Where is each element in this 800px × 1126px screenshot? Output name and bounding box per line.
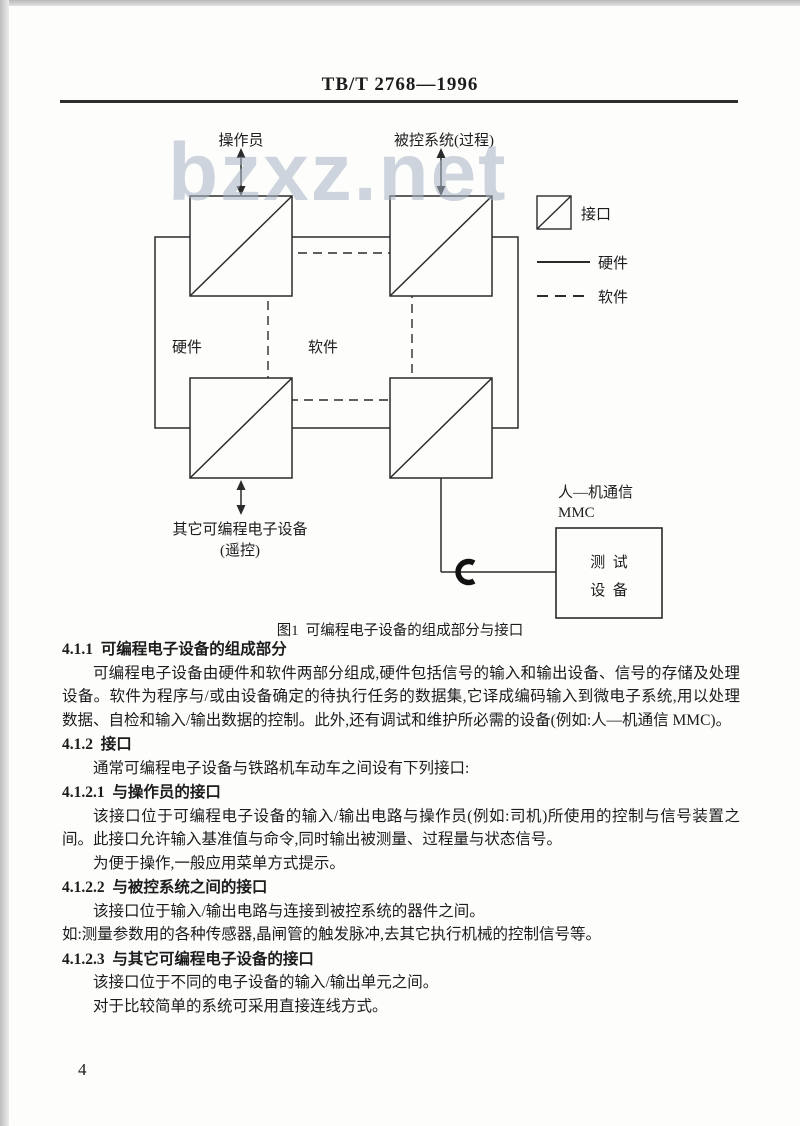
header-rule — [60, 100, 738, 103]
interface-box-test-equipment — [389, 377, 493, 479]
test-equipment-connection-line — [440, 478, 556, 573]
figure-caption: 图1 可编程电子设备的组成部分与接口 — [276, 623, 524, 639]
paragraph: 通常可编程电子设备与铁路机车动车之间设有下列接口: — [93, 759, 470, 777]
test-box-label-line2: 设 备 — [590, 582, 628, 599]
paragraph: 为便于操作,一般应用菜单方式提示。 — [93, 854, 345, 872]
paragraph: 对于比较简单的系统可采用直接连线方式。 — [93, 997, 388, 1015]
legend-hardware: 硬件 — [537, 255, 628, 272]
scan-edge-top — [0, 0, 800, 6]
section-heading-4-1-1: 4.1.1 可编程电子设备的组成部分 — [62, 641, 287, 658]
test-box-label-line1: 测 试 — [590, 554, 628, 571]
diagonal-line — [389, 195, 493, 297]
other-device-label-line2: (遥控) — [220, 542, 260, 559]
legend-software-label: 软件 — [598, 289, 628, 306]
interface-box-controlled-system — [389, 195, 493, 297]
diagonal-line — [189, 195, 293, 297]
legend-interface-label: 接口 — [581, 206, 611, 223]
legend-hardware-label: 硬件 — [598, 255, 628, 272]
section-heading-4-1-2: 4.1.2 接口 — [62, 736, 132, 753]
paragraph: 该接口位于输入/输出电路与连接到被控系统的器件之间。 — [93, 902, 485, 920]
interface-box-operator — [189, 195, 293, 297]
legend-interface: 接口 — [536, 195, 611, 230]
hardware-region-label: 硬件 — [172, 339, 202, 356]
other-device-label-line1: 其它可编程电子设备 — [172, 520, 307, 538]
test-equipment-box — [555, 527, 663, 619]
paragraph: 该接口位于可编程电子设备的输入/输出电路与操作员(例如:司机)所使用的控制与信号… — [62, 807, 740, 849]
mmc-label-line1: 人—机通信 — [558, 484, 633, 501]
software-boundary-dashed-rect — [267, 252, 413, 401]
legend-software: 软件 — [537, 289, 628, 306]
operator-arrow — [236, 148, 246, 196]
section-heading-4-1-2-2: 4.1.2.2 与被控系统之间的接口 — [62, 879, 268, 896]
standard-number: TB/T 2768—1996 — [321, 74, 479, 95]
paragraph: 该接口位于不同的电子设备的输入/输出单元之间。 — [93, 974, 439, 991]
software-region-label: 软件 — [308, 339, 338, 356]
operator-label: 操作员 — [218, 132, 263, 149]
outer-boundary-rect — [154, 236, 519, 429]
section-heading-4-1-2-3: 4.1.2.3 与其它可编程电子设备的接口 — [62, 950, 314, 968]
paragraph: 如:测量参数用的各种传感器,晶闸管的触发脉冲,去其它执行机械的控制信号等。 — [62, 926, 602, 943]
scan-edge-left — [0, 0, 9, 1126]
page-number: 4 — [78, 1060, 87, 1079]
document-body: 4.1.1 可编程电子设备的组成部分 可编程电子设备由硬件和软件两部分组成,硬件… — [62, 637, 740, 1018]
connector-clamp-icon — [455, 558, 476, 586]
paragraph: 可编程电子设备由硬件和软件两部分组成,硬件包括信号的输入和输出设备、信号的存储及… — [62, 664, 740, 729]
controlled-system-arrow — [436, 148, 446, 196]
interface-box-other-device — [189, 377, 293, 479]
diagonal-line — [536, 195, 572, 230]
diagonal-line — [189, 377, 293, 479]
diagonal-line — [389, 377, 493, 479]
controlled-system-label: 被控系统(过程) — [394, 132, 494, 149]
other-device-arrow — [236, 480, 246, 515]
mmc-label-line2: MMC — [558, 505, 595, 521]
section-heading-4-1-2-1: 4.1.2.1 与操作员的接口 — [62, 784, 221, 801]
